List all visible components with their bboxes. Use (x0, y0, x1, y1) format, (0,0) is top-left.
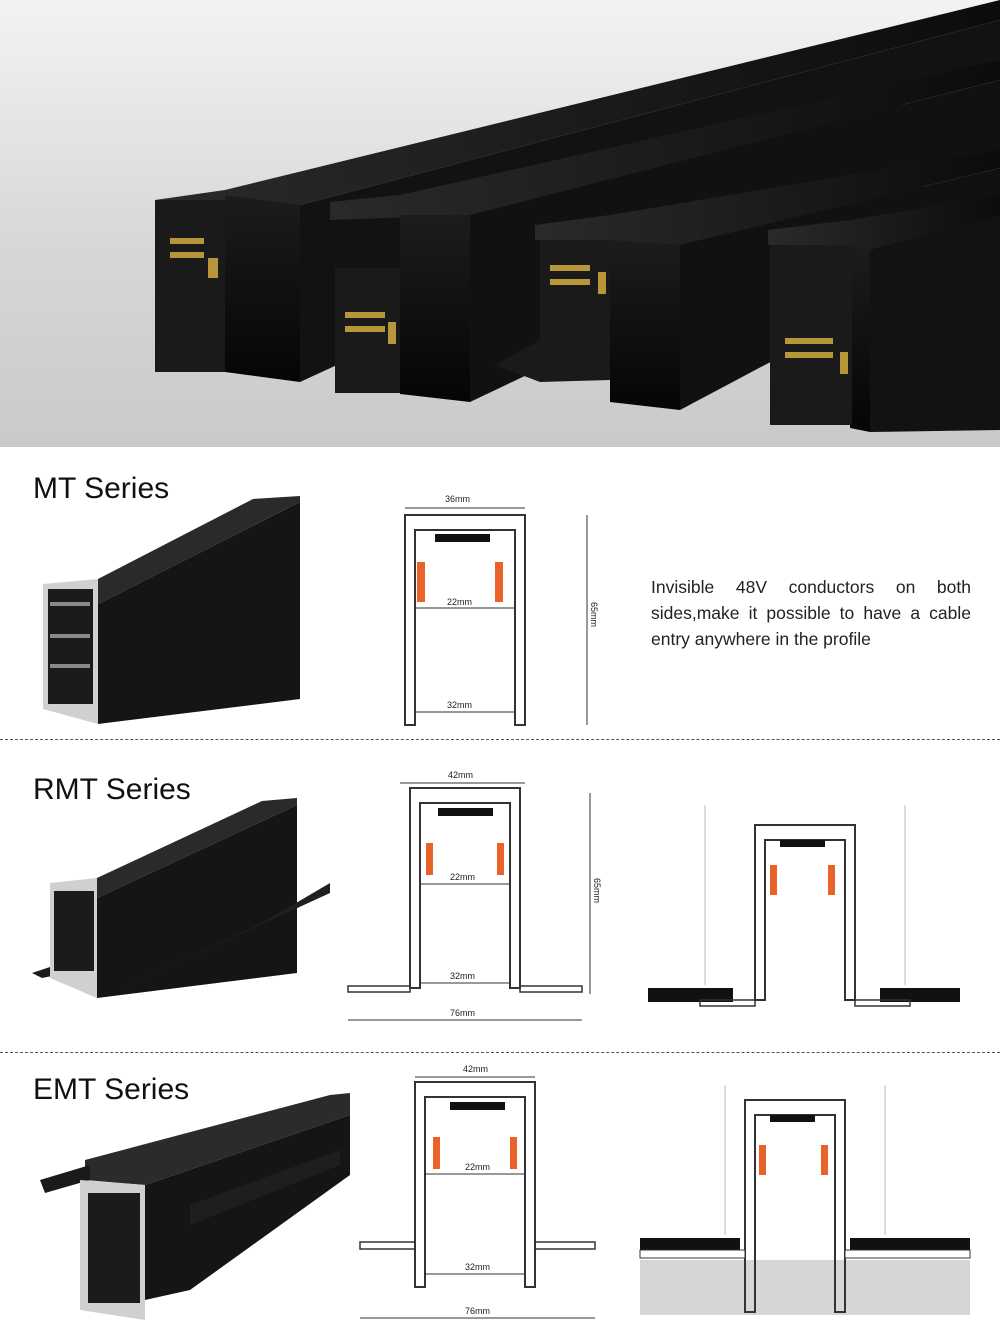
rmt-dim-height: 65mm (592, 878, 602, 903)
emt-profile-render (40, 1093, 350, 1320)
rmt-installation-drawing (648, 805, 960, 1007)
mt-dim-top: 36mm (445, 494, 470, 504)
rail-profiles-illustration (155, 0, 1000, 432)
emt-series-title: EMT Series (33, 1073, 190, 1106)
emt-dim-top: 42mm (463, 1064, 488, 1074)
rmt-dim-inner: 22mm (450, 872, 475, 882)
mt-description: Invisible 48V conductors on both sides,m… (651, 577, 971, 649)
emt-dimension-drawing: 42mm 22mm 32mm 76mm (359, 1064, 596, 1319)
rmt-series-title: RMT Series (33, 773, 191, 806)
emt-dim-bottom: 32mm (465, 1262, 490, 1272)
mt-dim-bottom: 32mm (447, 700, 472, 710)
section-divider (0, 1052, 1000, 1053)
rmt-dimension-drawing: 42mm 22mm 32mm 76mm 65mm (347, 770, 602, 1021)
rmt-dim-top: 42mm (448, 770, 473, 780)
emt-installation-drawing (639, 1085, 971, 1315)
emt-dim-inner: 22mm (465, 1162, 490, 1172)
mt-dim-inner: 22mm (447, 597, 472, 607)
hero-product-photo (0, 0, 1000, 447)
mt-dimension-drawing: 36mm 22mm 32mm 65mm (404, 494, 599, 726)
mt-series-title: MT Series (33, 472, 170, 505)
rmt-dim-total: 76mm (450, 1008, 475, 1018)
mt-profile-render (43, 496, 300, 724)
section-divider (0, 739, 1000, 740)
mt-dim-height: 65mm (589, 602, 599, 627)
emt-dim-total: 76mm (465, 1306, 490, 1316)
rmt-dim-bottom: 32mm (450, 971, 475, 981)
rmt-profile-render (32, 798, 330, 998)
